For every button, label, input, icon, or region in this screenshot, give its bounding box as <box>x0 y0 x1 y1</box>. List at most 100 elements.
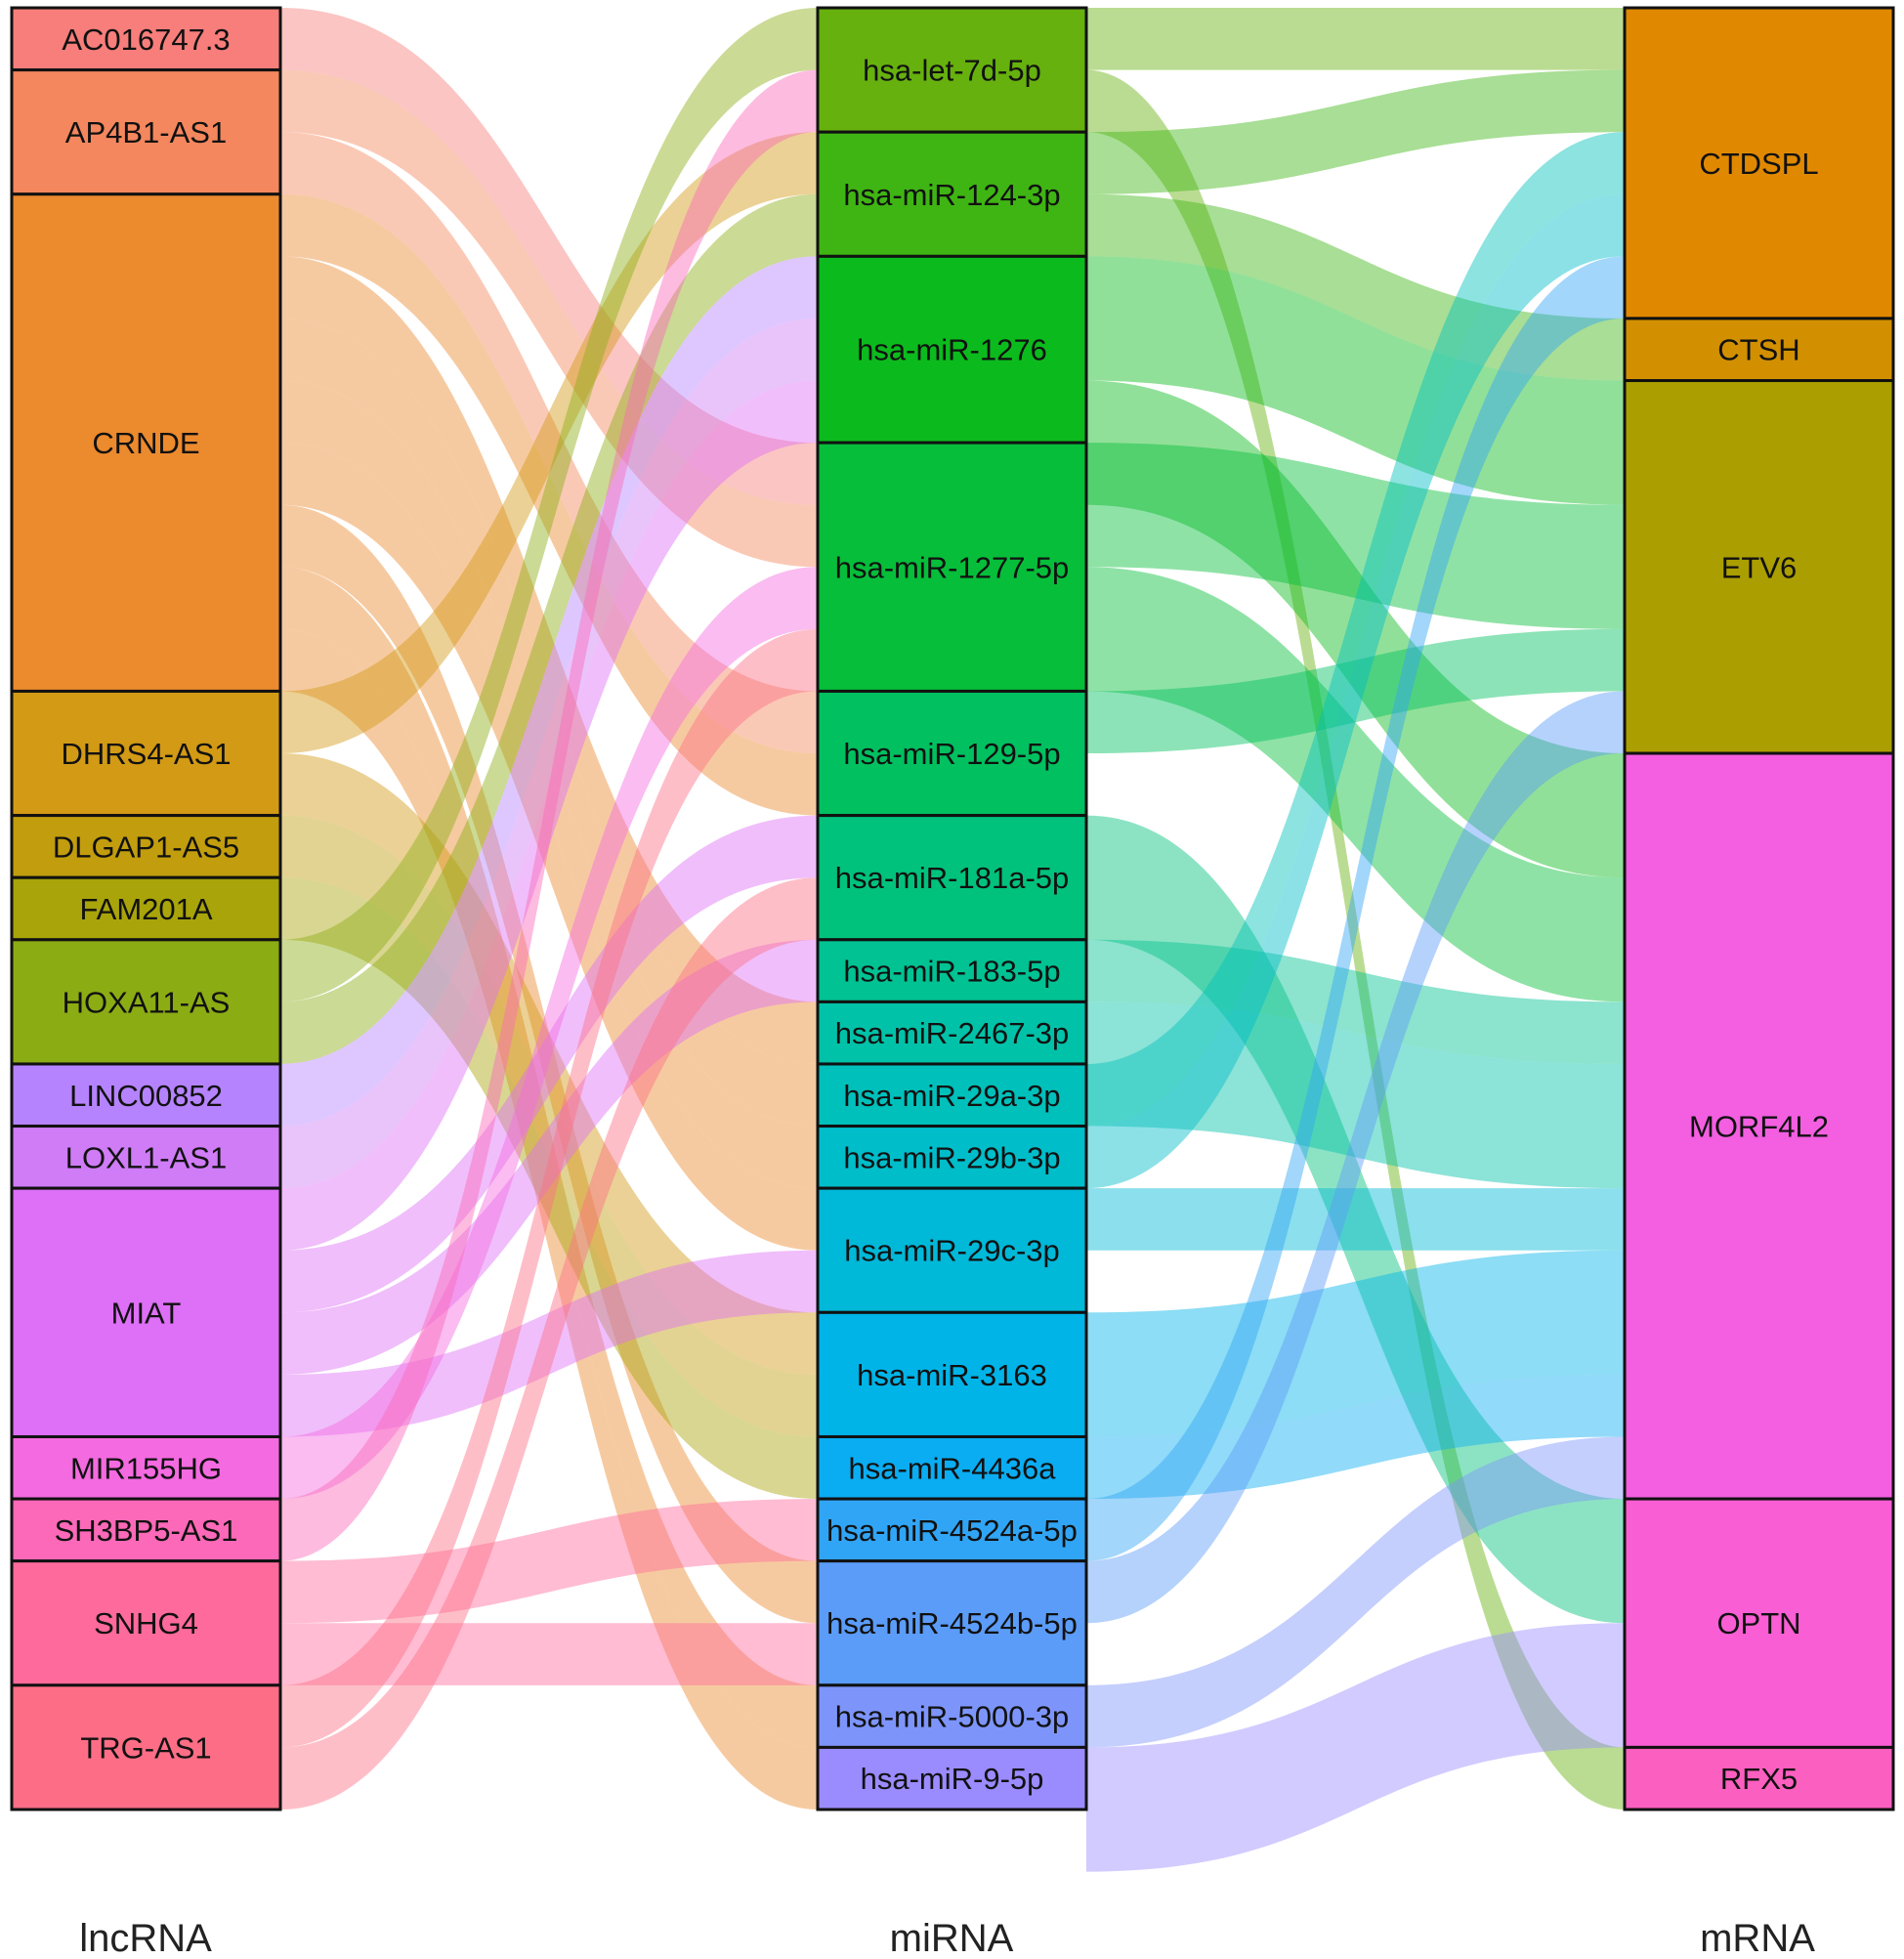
flow-crnde-to-hsa-mir-4524b-5p <box>280 504 818 1624</box>
node-box-optn <box>1623 1497 1895 1749</box>
node-hsa-mir-29b-3p: hsa-miR-29b-3p <box>816 1125 1088 1190</box>
node-hsa-mir-4524b-5p: hsa-miR-4524b-5p <box>816 1559 1088 1687</box>
node-label-hsa-let-7d-5p: hsa-let-7d-5p <box>863 54 1041 88</box>
node-label-miat: MIAT <box>111 1296 182 1330</box>
node-box-trg-as1 <box>10 1683 282 1811</box>
node-box-ctsh <box>1623 317 1895 383</box>
node-label-hsa-mir-9-5p: hsa-miR-9-5p <box>861 1762 1044 1796</box>
flow-hsa-mir-29a-3p-to-ctdspl <box>1086 132 1625 1127</box>
axis-label-mrna: mRNA <box>1700 1917 1815 1959</box>
flow-mir155hg-to-hsa-mir-1277-5p <box>280 567 818 1500</box>
node-label-trg-as1: TRG-AS1 <box>80 1730 211 1765</box>
node-hsa-mir-124-3p: hsa-miR-124-3p <box>816 130 1088 258</box>
node-box-hsa-mir-29c-3p <box>816 1186 1088 1314</box>
node-box-morf4l2 <box>1623 751 1895 1501</box>
flow-crnde-to-hsa-mir-29c-3p <box>280 443 818 1251</box>
node-label-dlgap1-as5: DLGAP1-AS5 <box>53 830 239 864</box>
node-box-hsa-mir-29b-3p <box>816 1125 1088 1190</box>
flow-hsa-mir-124-3p-to-ctsh <box>1086 193 1625 381</box>
flow-hsa-mir-1276-to-etv6 <box>1086 256 1625 505</box>
node-hsa-mir-129-5p: hsa-miR-129-5p <box>816 689 1088 818</box>
node-label-morf4l2: MORF4L2 <box>1689 1110 1829 1144</box>
flow-hsa-mir-29b-3p-to-ctdspl <box>1086 193 1625 1189</box>
node-box-hsa-mir-2467-3p <box>816 1000 1088 1066</box>
flow-miat-to-hsa-mir-181a-5p <box>280 815 818 1313</box>
flow-crnde-to-hsa-mir-5000-3p <box>280 567 818 1748</box>
node-label-hsa-mir-129-5p: hsa-miR-129-5p <box>843 737 1060 771</box>
node-ctsh: CTSH <box>1623 317 1895 383</box>
node-hsa-mir-29a-3p: hsa-miR-29a-3p <box>816 1062 1088 1129</box>
node-ap4b1-as1: AP4B1-AS1 <box>10 68 282 196</box>
node-label-hsa-mir-1276: hsa-miR-1276 <box>857 333 1047 367</box>
node-label-rfx5: RFX5 <box>1720 1762 1798 1796</box>
flow-crnde-to-hsa-mir-29a-3p <box>280 318 818 1127</box>
flow-dhrs4-as1-to-hsa-mir-124-3p <box>280 132 818 754</box>
axis-labels: lncRNA miRNA mRNA <box>79 1917 1815 1959</box>
node-label-ac016747-3: AC016747.3 <box>62 22 230 57</box>
node-linc00852: LINC00852 <box>10 1062 282 1129</box>
node-label-crnde: CRNDE <box>92 426 199 460</box>
lncrna-mirna-flows <box>280 8 818 1810</box>
flow-dhrs4-as1-to-hsa-mir-3163 <box>280 753 818 1375</box>
node-label-hsa-mir-181a-5p: hsa-miR-181a-5p <box>835 861 1070 895</box>
node-label-snhg4: SNHG4 <box>94 1606 198 1640</box>
node-box-linc00852 <box>10 1062 282 1129</box>
node-box-hsa-mir-4524b-5p <box>816 1559 1088 1687</box>
node-label-optn: OPTN <box>1716 1606 1800 1640</box>
node-label-hsa-mir-5000-3p: hsa-miR-5000-3p <box>835 1700 1070 1734</box>
node-etv6: ETV6 <box>1623 379 1895 755</box>
flow-crnde-to-hsa-mir-2467-3p <box>280 256 818 1064</box>
flow-fam201a-to-hsa-mir-4436a <box>280 877 818 1500</box>
node-hsa-mir-2467-3p: hsa-miR-2467-3p <box>816 1000 1088 1066</box>
flow-hsa-mir-124-3p-to-ctdspl <box>1086 69 1625 194</box>
node-label-hsa-mir-29a-3p: hsa-miR-29a-3p <box>843 1079 1060 1113</box>
node-label-hsa-mir-1277-5p: hsa-miR-1277-5p <box>835 550 1070 584</box>
flow-trg-as1-to-hsa-mir-1277-5p <box>280 628 818 1748</box>
flow-ap4b1-as1-to-hsa-mir-1277-5p <box>280 69 818 568</box>
node-box-hsa-mir-3163 <box>816 1310 1088 1438</box>
flow-hsa-mir-1276-to-morf4l2 <box>1086 380 1625 878</box>
flow-ap4b1-as1-to-hsa-mir-129-5p <box>280 132 818 754</box>
node-label-hsa-mir-124-3p: hsa-miR-124-3p <box>843 178 1060 212</box>
node-box-hsa-mir-181a-5p <box>816 814 1088 942</box>
flow-miat-to-hsa-mir-183-5p <box>280 939 818 1375</box>
flow-hsa-mir-5000-3p-to-morf4l2 <box>1086 1436 1625 1748</box>
node-label-hsa-mir-183-5p: hsa-miR-183-5p <box>843 955 1060 989</box>
node-box-miat <box>10 1186 282 1438</box>
node-sh3bp5-as1: SH3BP5-AS1 <box>10 1497 282 1563</box>
node-rfx5: RFX5 <box>1623 1745 1895 1811</box>
node-label-hsa-mir-4436a: hsa-miR-4436a <box>849 1451 1057 1485</box>
node-label-sh3bp5-as1: SH3BP5-AS1 <box>55 1513 238 1548</box>
node-hsa-mir-181a-5p: hsa-miR-181a-5p <box>816 814 1088 942</box>
node-hsa-mir-3163: hsa-miR-3163 <box>816 1310 1088 1438</box>
node-box-hsa-let-7d-5p <box>816 6 1088 134</box>
node-label-ctdspl: CTDSPL <box>1699 147 1818 181</box>
flow-hsa-mir-129-5p-to-etv6 <box>1086 628 1625 754</box>
node-label-fam201a: FAM201A <box>79 892 212 926</box>
node-box-fam201a <box>10 875 282 942</box>
node-box-sh3bp5-as1 <box>10 1497 282 1563</box>
node-label-hsa-mir-29c-3p: hsa-miR-29c-3p <box>844 1234 1060 1268</box>
node-label-dhrs4-as1: DHRS4-AS1 <box>62 737 232 771</box>
flow-miat-to-hsa-mir-29c-3p <box>280 1250 818 1437</box>
node-box-etv6 <box>1623 379 1895 755</box>
flow-loxl1-as1-to-hsa-mir-1276 <box>280 318 818 1189</box>
flow-trg-as1-to-hsa-mir-181a-5p <box>280 877 818 1810</box>
flow-hoxa11-as-to-hsa-let-7d-5p <box>280 8 818 1002</box>
node-hsa-mir-4524a-5p: hsa-miR-4524a-5p <box>816 1497 1088 1563</box>
flow-hoxa11-as-to-hsa-mir-124-3p <box>280 193 818 1064</box>
flow-snhg4-to-hsa-mir-4524a-5p <box>280 1499 818 1624</box>
node-snhg4: SNHG4 <box>10 1559 282 1687</box>
node-box-hsa-mir-124-3p <box>816 130 1088 258</box>
node-miat: MIAT <box>10 1186 282 1438</box>
flow-sh3bp5-as1-to-hsa-let-7d-5p <box>280 69 818 1561</box>
flow-hsa-mir-1277-5p-to-morf4l2 <box>1086 567 1625 1002</box>
flow-ac016747-3-to-hsa-mir-1277-5p <box>280 8 818 505</box>
flow-linc00852-to-hsa-mir-1276 <box>280 256 818 1127</box>
node-box-hsa-mir-4436a <box>816 1434 1088 1501</box>
node-dlgap1-as5: DLGAP1-AS5 <box>10 814 282 879</box>
node-hsa-mir-9-5p: hsa-miR-9-5p <box>816 1745 1088 1811</box>
node-box-loxl1-as1 <box>10 1125 282 1190</box>
flow-dlgap1-as5-to-hsa-mir-3163 <box>280 815 818 1437</box>
node-label-hsa-mir-3163: hsa-miR-3163 <box>857 1358 1047 1392</box>
